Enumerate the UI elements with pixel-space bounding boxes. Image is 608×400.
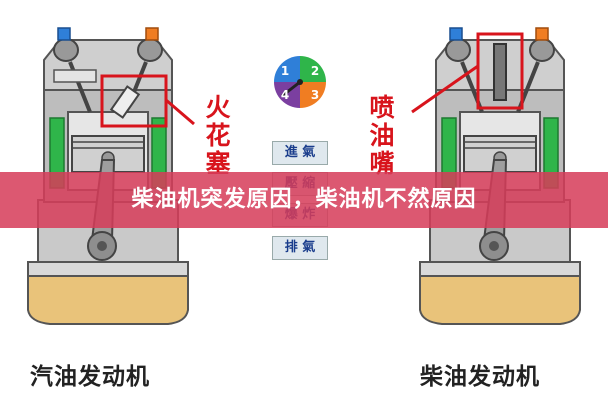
callout-char: 油 [369,121,395,150]
stroke-intake: 進 氣 [272,141,328,165]
title-banner [0,172,608,228]
callout-char: 喷 [369,93,395,122]
diesel-engine-label: 柴油发动机 [420,364,540,390]
spark-plug-callout: 火 花 塞 [203,94,233,178]
stroke-exhaust: 排 氣 [272,236,328,260]
gasoline-engine-label: 汽油发动机 [30,364,150,390]
injector-callout: 喷 油 嘴 [367,94,397,178]
callout-char: 火 [205,93,231,122]
stroke-dial [274,56,326,108]
banner-title: 柴油机突发原因，柴油机不然原因 [131,187,477,212]
callout-char: 花 [205,121,231,150]
dial-number-4: 4 [280,88,290,102]
dial-number-3: 3 [310,88,320,102]
dial-number-2: 2 [310,64,320,78]
dial-number-1: 1 [280,64,290,78]
